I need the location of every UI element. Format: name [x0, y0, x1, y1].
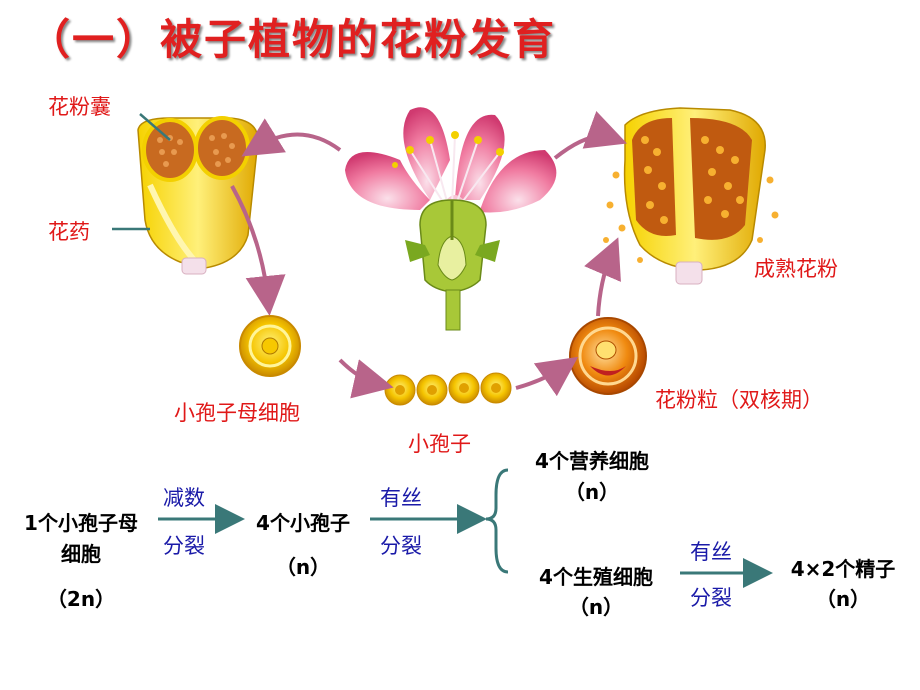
microspore-mother-cell-illustration [239, 315, 301, 377]
microspores-text: 4个小孢子 [256, 511, 350, 535]
start-cell-text-line2: 细胞 [61, 542, 101, 566]
mature-pollen-label: 成熟花粉 [754, 257, 838, 281]
process-arrows [230, 111, 628, 399]
sperm-ploidy: （n） [815, 587, 871, 611]
vegetative-cells-ploidy: （n） [564, 480, 620, 504]
generative-cells-ploidy: （n） [568, 595, 624, 619]
mitosis2-label-bottom: 分裂 [690, 586, 732, 610]
microspores-ploidy: （n） [275, 555, 331, 579]
microspore-label: 小孢子 [408, 432, 471, 456]
start-cell-ploidy: （2n） [46, 587, 116, 611]
label-pointers [112, 113, 171, 231]
page-title: （一）被子植物的花粉发育 [28, 15, 557, 64]
vegetative-cells-text: 4个营养细胞 [535, 449, 649, 473]
start-cell-text-line1: 1个小孢子母 [24, 511, 138, 535]
sperm-text: 4×2个精子 [790, 557, 896, 581]
pollen-grain-illustration [569, 317, 647, 395]
mature-anther-illustration [603, 107, 779, 285]
flower-illustration [345, 107, 557, 331]
mitosis1-label-top: 有丝 [380, 486, 422, 510]
meiosis-label-bottom: 分裂 [163, 534, 205, 558]
anther-label: 花药 [48, 220, 90, 244]
mitosis2-label-top: 有丝 [690, 540, 732, 564]
pollen-grain-label: 花粉粒（双核期） [655, 388, 823, 412]
flow-arrows [158, 468, 773, 588]
young-anther-illustration [137, 116, 259, 275]
microspores-illustration [384, 372, 512, 406]
microspore-mother-cell-label: 小孢子母细胞 [174, 401, 300, 425]
generative-cells-text: 4个生殖细胞 [539, 565, 653, 589]
meiosis-label-top: 减数 [163, 486, 205, 510]
mitosis1-label-bottom: 分裂 [380, 534, 422, 558]
pollen-sac-label: 花粉囊 [48, 95, 111, 119]
